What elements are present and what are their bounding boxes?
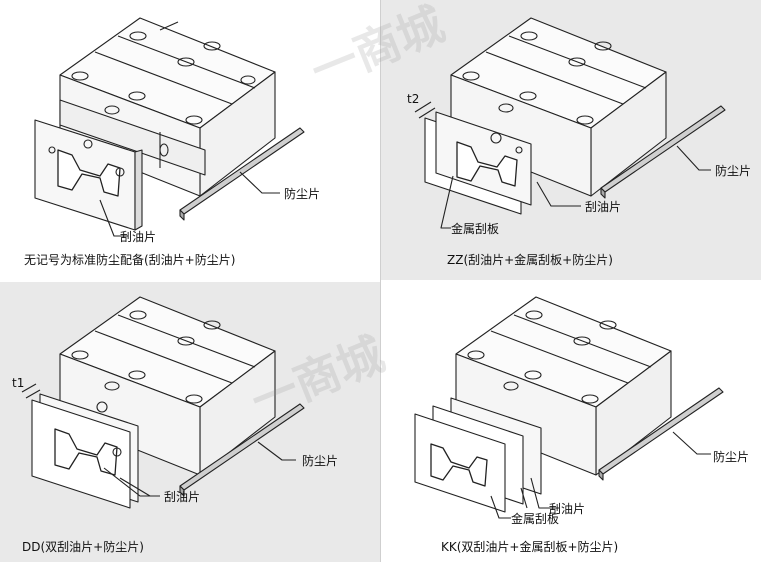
vertical-divider (380, 0, 381, 562)
label-scraper: 刮油片 (120, 230, 157, 244)
panel-zz: t2 防尘片 刮油片 金属刮板 ZZ(刮油片+金属刮板+防尘片) (381, 0, 761, 280)
block-drawing-kk (414, 296, 724, 519)
block-drawing-standard (34, 17, 305, 237)
panel-dd: t1 防尘片 刮油片 DD(双刮油片+防尘片) (0, 282, 380, 562)
label-dust-strip: 防尘片 (715, 164, 752, 178)
caption-kk: KK(双刮油片+金属刮板+防尘片) (441, 540, 619, 554)
panel-standard: 防尘片 刮油片 无记号为标准防尘配备(刮油片+防尘片) (0, 0, 380, 280)
label-metal-scraper: 金属刮板 (451, 222, 500, 236)
block-drawing-dd (21, 296, 305, 509)
label-metal-scraper: 金属刮板 (511, 512, 560, 526)
label-scraper: 刮油片 (585, 200, 622, 214)
label-scraper: 刮油片 (549, 502, 586, 516)
label-thickness-t2: t2 (407, 92, 420, 106)
label-dust-strip: 防尘片 (713, 450, 750, 464)
label-dust-strip: 防尘片 (284, 187, 321, 201)
label-dust-strip: 防尘片 (302, 454, 339, 468)
caption-zz: ZZ(刮油片+金属刮板+防尘片) (447, 253, 613, 267)
block-drawing-zz (414, 17, 726, 229)
label-thickness-t1: t1 (12, 376, 25, 390)
panel-kk: 防尘片 刮油片 金属刮板 KK(双刮油片+金属刮板+防尘片) (381, 282, 761, 562)
label-scraper: 刮油片 (164, 490, 201, 504)
caption-standard: 无记号为标准防尘配备(刮油片+防尘片) (24, 253, 236, 267)
caption-dd: DD(双刮油片+防尘片) (22, 540, 144, 554)
